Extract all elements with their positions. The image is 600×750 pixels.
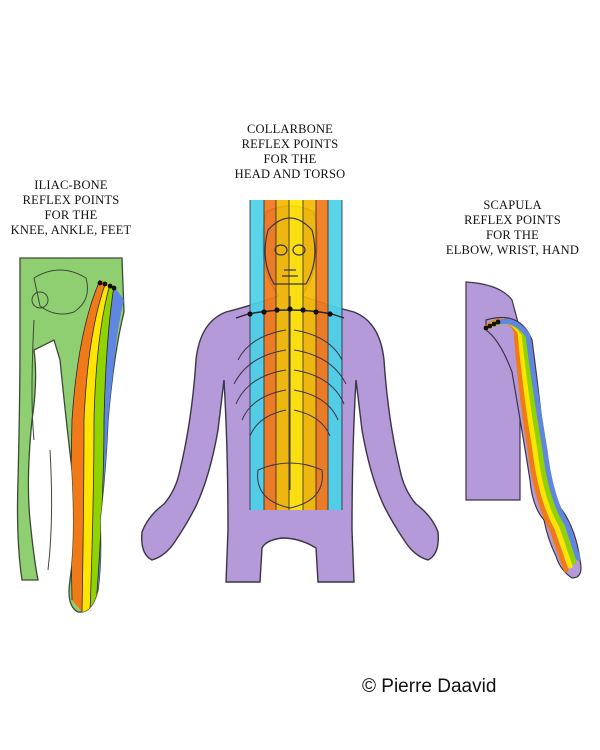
- shoulder-silhouette: [465, 281, 521, 501]
- arm-reflex-bands: [483, 318, 581, 573]
- collarbone-reflex-label: COLLARBONE REFLEX POINTS FOR THE HEAD AN…: [234, 122, 346, 181]
- skull-outline: [264, 217, 316, 285]
- scapula-reflex-label: SCAPULA REFLEX POINTS FOR THE ELBOW, WRI…: [445, 198, 580, 257]
- leg-figure: [16, 257, 125, 613]
- iliac-bone-reflex-label: ILIAC-BONE REFLEX POINTS FOR THE KNEE, A…: [10, 178, 132, 237]
- arm-figure: [465, 281, 582, 579]
- torso-figure: [141, 200, 439, 583]
- iliac-reflex-points: [97, 280, 117, 291]
- collarbone-reflex-points: [235, 306, 345, 319]
- copyright-credit: © Pierre Daavid: [362, 676, 497, 697]
- torso-reflex-bands: [249, 200, 343, 510]
- rib-cage-outline: [233, 296, 347, 509]
- pelvis-outline: [31, 269, 88, 571]
- scapula-reflex-points: [483, 319, 501, 331]
